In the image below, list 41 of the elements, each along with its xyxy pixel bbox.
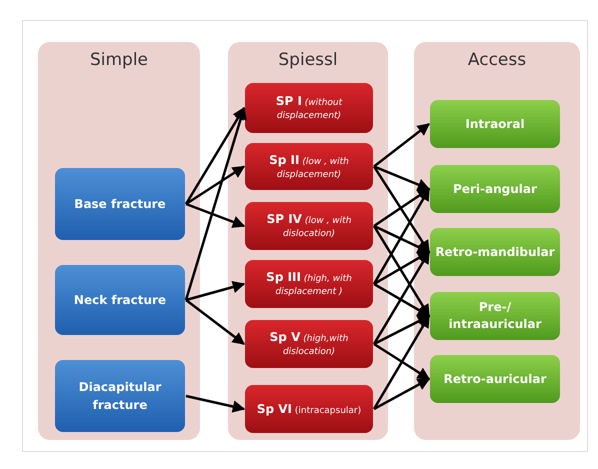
access-box: Pre-/ intraauricular bbox=[430, 292, 560, 340]
arrow bbox=[372, 250, 430, 345]
column-panel bbox=[228, 42, 388, 440]
classification-box: Sp III (high, with displacement ) bbox=[245, 260, 373, 308]
arrow bbox=[374, 165, 430, 191]
fracture-type-box: Base fracture bbox=[55, 168, 185, 240]
arrow bbox=[186, 394, 246, 413]
fracture-type-box: Neck fracture bbox=[55, 265, 185, 335]
arrow bbox=[372, 166, 430, 254]
classification-box: Sp VI (intracapsular) bbox=[245, 385, 373, 433]
column-panel bbox=[38, 42, 200, 440]
classification-box: SP IV (low , with dislocation) bbox=[245, 202, 373, 250]
arrow bbox=[373, 250, 430, 286]
arrow bbox=[372, 225, 430, 318]
arrow bbox=[373, 224, 430, 254]
arrow bbox=[373, 378, 430, 410]
column-panel bbox=[414, 42, 580, 440]
classification-box: Sp II (low , with displacement) bbox=[245, 143, 373, 190]
arrow bbox=[373, 188, 430, 228]
arrow bbox=[185, 165, 246, 206]
arrow bbox=[184, 106, 246, 205]
column-heading: Spiessl bbox=[277, 50, 339, 70]
access-box: Peri-angular bbox=[430, 165, 560, 213]
arrow bbox=[373, 314, 430, 346]
arrow bbox=[373, 282, 430, 318]
access-box: Intraoral bbox=[430, 100, 560, 148]
arrow bbox=[373, 342, 430, 380]
access-box: Retro-auricular bbox=[430, 355, 560, 403]
arrow bbox=[372, 188, 430, 285]
arrow bbox=[184, 106, 247, 300]
fracture-type-box: Diacapitular fracture bbox=[55, 360, 185, 432]
column-heading: Access bbox=[466, 50, 528, 70]
column-heading: Simple bbox=[88, 50, 150, 70]
classification-box: Sp V (high,with dislocation) bbox=[245, 320, 373, 368]
arrow bbox=[373, 123, 430, 168]
access-box: Retro-mandibular bbox=[430, 228, 560, 276]
arrow bbox=[186, 280, 246, 302]
arrow bbox=[186, 202, 246, 228]
arrow bbox=[372, 314, 430, 410]
classification-box: SP I (without displacement) bbox=[245, 83, 373, 133]
arrow bbox=[185, 299, 245, 345]
